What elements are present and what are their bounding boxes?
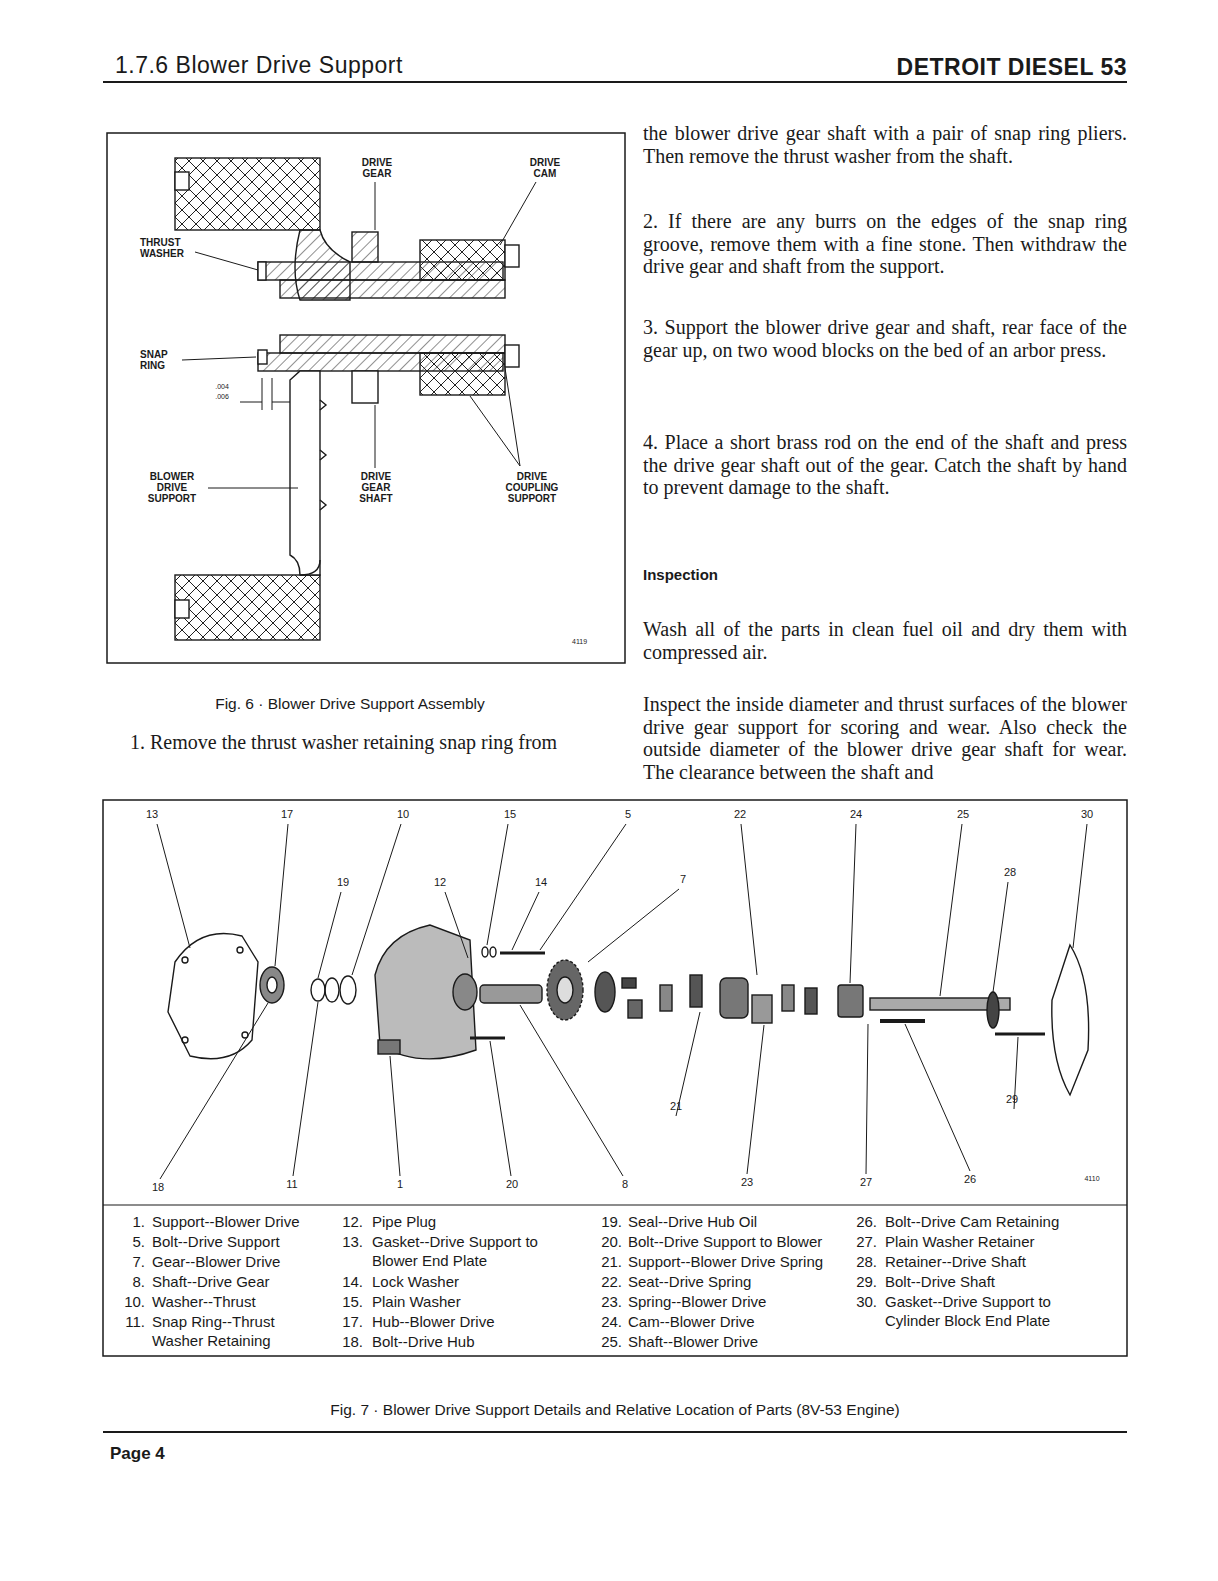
part-number: 29. bbox=[847, 1272, 877, 1291]
part-name: Shaft--Blower Drive bbox=[628, 1332, 868, 1351]
page-number: Page 4 bbox=[110, 1444, 165, 1464]
callout-number: 1 bbox=[383, 1178, 417, 1191]
part-name: Bolt--Drive Hub bbox=[372, 1332, 584, 1351]
part-number: 15. bbox=[333, 1292, 363, 1311]
figure-caption: Fig. 6 · Blower Drive Support Assembly bbox=[140, 695, 560, 714]
part-number: 8. bbox=[115, 1272, 145, 1291]
callout-number: 22 bbox=[723, 808, 757, 821]
part-name: Gear--Blower Drive bbox=[152, 1252, 322, 1271]
figure-number: 4119 bbox=[572, 638, 587, 646]
callout-number: 17 bbox=[270, 808, 304, 821]
callout-number: 19 bbox=[326, 876, 360, 889]
part-name: Pipe Plug bbox=[372, 1212, 584, 1231]
part-name: Washer--Thrust bbox=[152, 1292, 322, 1311]
part-name: Bolt--Drive Cam Retaining bbox=[885, 1212, 1100, 1231]
part-number: 18. bbox=[333, 1332, 363, 1351]
part-name: Plain Washer bbox=[372, 1292, 584, 1311]
part-name: Seat--Drive Spring bbox=[628, 1272, 868, 1291]
running-head: DETROIT DIESEL 53 bbox=[727, 54, 1127, 82]
part-name: Bolt--Drive Support to Blower bbox=[628, 1232, 868, 1251]
callout-number: 11 bbox=[275, 1178, 309, 1191]
dimension: .004 bbox=[207, 383, 237, 391]
part-number: 27. bbox=[847, 1232, 877, 1251]
part-number: 25. bbox=[592, 1332, 622, 1351]
part-number: 23. bbox=[592, 1292, 622, 1311]
callout-number: 4110 bbox=[1075, 1175, 1109, 1183]
part-label: DRIVE CAM bbox=[523, 157, 567, 179]
callout-number: 28 bbox=[993, 866, 1027, 879]
body-text: 1. Remove the thrust washer retaining sn… bbox=[130, 731, 557, 754]
part-number: 24. bbox=[592, 1312, 622, 1331]
part-number: 21. bbox=[592, 1252, 622, 1271]
part-number: 1. bbox=[115, 1212, 145, 1231]
part-label: DRIVE GEAR SHAFT bbox=[353, 471, 399, 504]
callout-number: 8 bbox=[608, 1178, 642, 1191]
callout-number: 20 bbox=[495, 1178, 529, 1191]
part-number: 17. bbox=[333, 1312, 363, 1331]
callout-number: 12 bbox=[423, 876, 457, 889]
body-text: Inspect the inside diameter and thrust s… bbox=[643, 693, 1127, 783]
part-label: SNAP RING bbox=[140, 349, 180, 371]
part-number: 19. bbox=[592, 1212, 622, 1231]
part-label: DRIVE GEAR bbox=[355, 157, 399, 179]
callout-number: 26 bbox=[953, 1173, 987, 1186]
part-name: Snap Ring--Thrust Washer Retaining bbox=[152, 1312, 322, 1350]
part-number: 10. bbox=[115, 1292, 145, 1311]
part-number: 14. bbox=[333, 1272, 363, 1291]
part-name: Lock Washer bbox=[372, 1272, 584, 1291]
part-number: 12. bbox=[333, 1212, 363, 1231]
body-text: 3. Support the blower drive gear and sha… bbox=[643, 316, 1127, 361]
callout-number: 7 bbox=[666, 873, 700, 886]
callout-number: 13 bbox=[135, 808, 169, 821]
part-name: Gasket--Drive Support to Blower End Plat… bbox=[372, 1232, 584, 1270]
callout-number: 10 bbox=[386, 808, 420, 821]
body-text: Wash all of the parts in clean fuel oil … bbox=[643, 618, 1127, 663]
part-name: Support--Blower Drive bbox=[152, 1212, 322, 1231]
dimension: .006 bbox=[207, 393, 237, 401]
part-label: BLOWER DRIVE SUPPORT bbox=[143, 471, 201, 504]
part-name: Retainer--Drive Shaft bbox=[885, 1252, 1100, 1271]
callout-number: 30 bbox=[1070, 808, 1104, 821]
part-name: Cam--Blower Drive bbox=[628, 1312, 868, 1331]
callout-number: 21 bbox=[659, 1100, 693, 1113]
part-number: 30. bbox=[847, 1292, 877, 1311]
part-number: 20. bbox=[592, 1232, 622, 1251]
part-number: 7. bbox=[115, 1252, 145, 1271]
callout-number: 25 bbox=[946, 808, 980, 821]
part-number: 11. bbox=[115, 1312, 145, 1331]
part-name: Gasket--Drive Support to Cylinder Block … bbox=[885, 1292, 1100, 1330]
figure-caption: Fig. 7 · Blower Drive Support Details an… bbox=[115, 1401, 1115, 1420]
body-text: the blower drive gear shaft with a pair … bbox=[643, 122, 1127, 167]
section-heading: Inspection bbox=[643, 566, 718, 584]
part-number: 28. bbox=[847, 1252, 877, 1271]
part-number: 22. bbox=[592, 1272, 622, 1291]
callout-number: 23 bbox=[730, 1176, 764, 1189]
part-label: THRUST WASHER bbox=[140, 237, 200, 259]
part-name: Spring--Blower Drive bbox=[628, 1292, 868, 1311]
body-text: 4. Place a short brass rod on the end of… bbox=[643, 431, 1127, 499]
callout-number: 18 bbox=[141, 1181, 175, 1194]
part-number: 26. bbox=[847, 1212, 877, 1231]
part-name: Seal--Drive Hub Oil bbox=[628, 1212, 868, 1231]
callout-number: 5 bbox=[611, 808, 645, 821]
part-number: 13. bbox=[333, 1232, 363, 1251]
part-name: Shaft--Drive Gear bbox=[152, 1272, 322, 1291]
callout-number: 24 bbox=[839, 808, 873, 821]
part-number: 5. bbox=[115, 1232, 145, 1251]
callout-number: 27 bbox=[849, 1176, 883, 1189]
callout-number: 15 bbox=[493, 808, 527, 821]
part-name: Hub--Blower Drive bbox=[372, 1312, 584, 1331]
body-text: 2. If there are any burrs on the edges o… bbox=[643, 210, 1127, 278]
part-name: Plain Washer Retainer bbox=[885, 1232, 1100, 1251]
part-name: Support--Blower Drive Spring bbox=[628, 1252, 868, 1271]
page-title: 1.7.6 Blower Drive Support bbox=[115, 52, 403, 80]
callout-number: 14 bbox=[524, 876, 558, 889]
part-name: Bolt--Drive Shaft bbox=[885, 1272, 1100, 1291]
part-name: Bolt--Drive Support bbox=[152, 1232, 322, 1251]
callout-number: 29 bbox=[995, 1093, 1029, 1106]
part-label: DRIVE COUPLING SUPPORT bbox=[496, 471, 568, 504]
